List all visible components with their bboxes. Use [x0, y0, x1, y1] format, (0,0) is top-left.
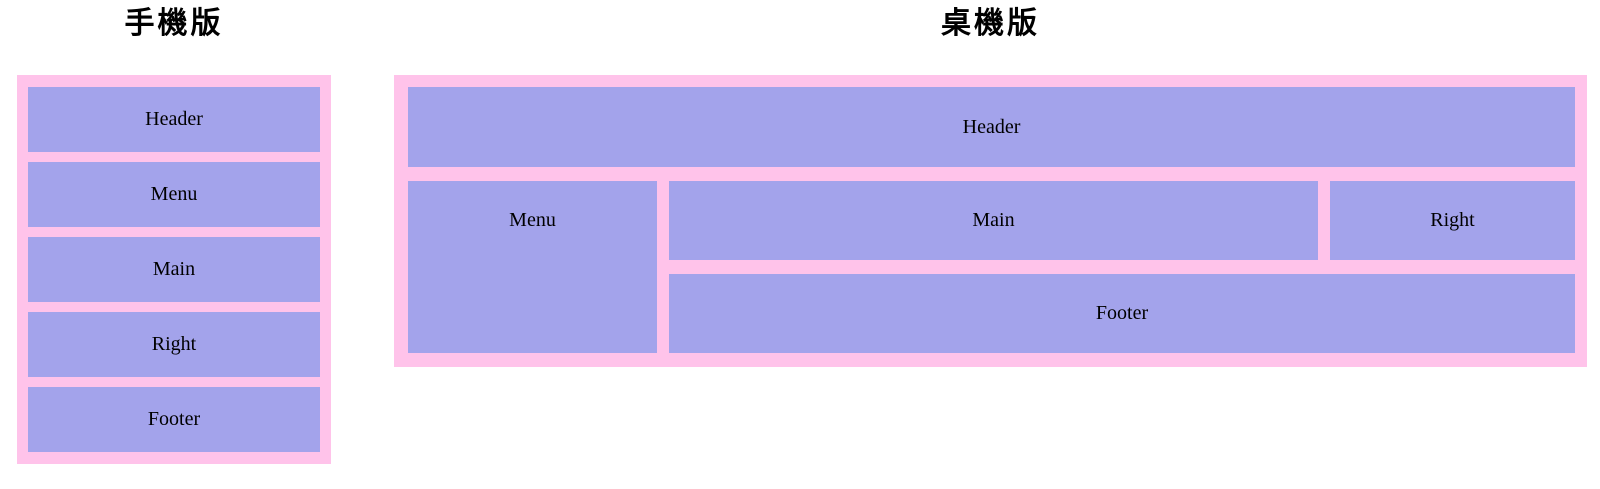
mobile-layout-container: Header Menu Main Right Footer — [17, 75, 331, 464]
desktop-menu-box: Menu — [408, 181, 657, 353]
mobile-menu-box: Menu — [28, 162, 320, 227]
desktop-layout-container: Header Menu Main Right Footer — [394, 75, 1587, 367]
mobile-footer-box: Footer — [28, 387, 320, 452]
desktop-header-box: Header — [408, 87, 1575, 167]
mobile-main-box: Main — [28, 237, 320, 302]
desktop-right-box: Right — [1330, 181, 1575, 260]
mobile-right-box: Right — [28, 312, 320, 377]
desktop-section-title: 桌機版 — [941, 7, 1040, 40]
desktop-main-box: Main — [669, 181, 1318, 260]
mobile-section-title: 手機版 — [124, 7, 224, 40]
desktop-footer-box: Footer — [669, 274, 1575, 353]
mobile-header-box: Header — [28, 87, 320, 152]
